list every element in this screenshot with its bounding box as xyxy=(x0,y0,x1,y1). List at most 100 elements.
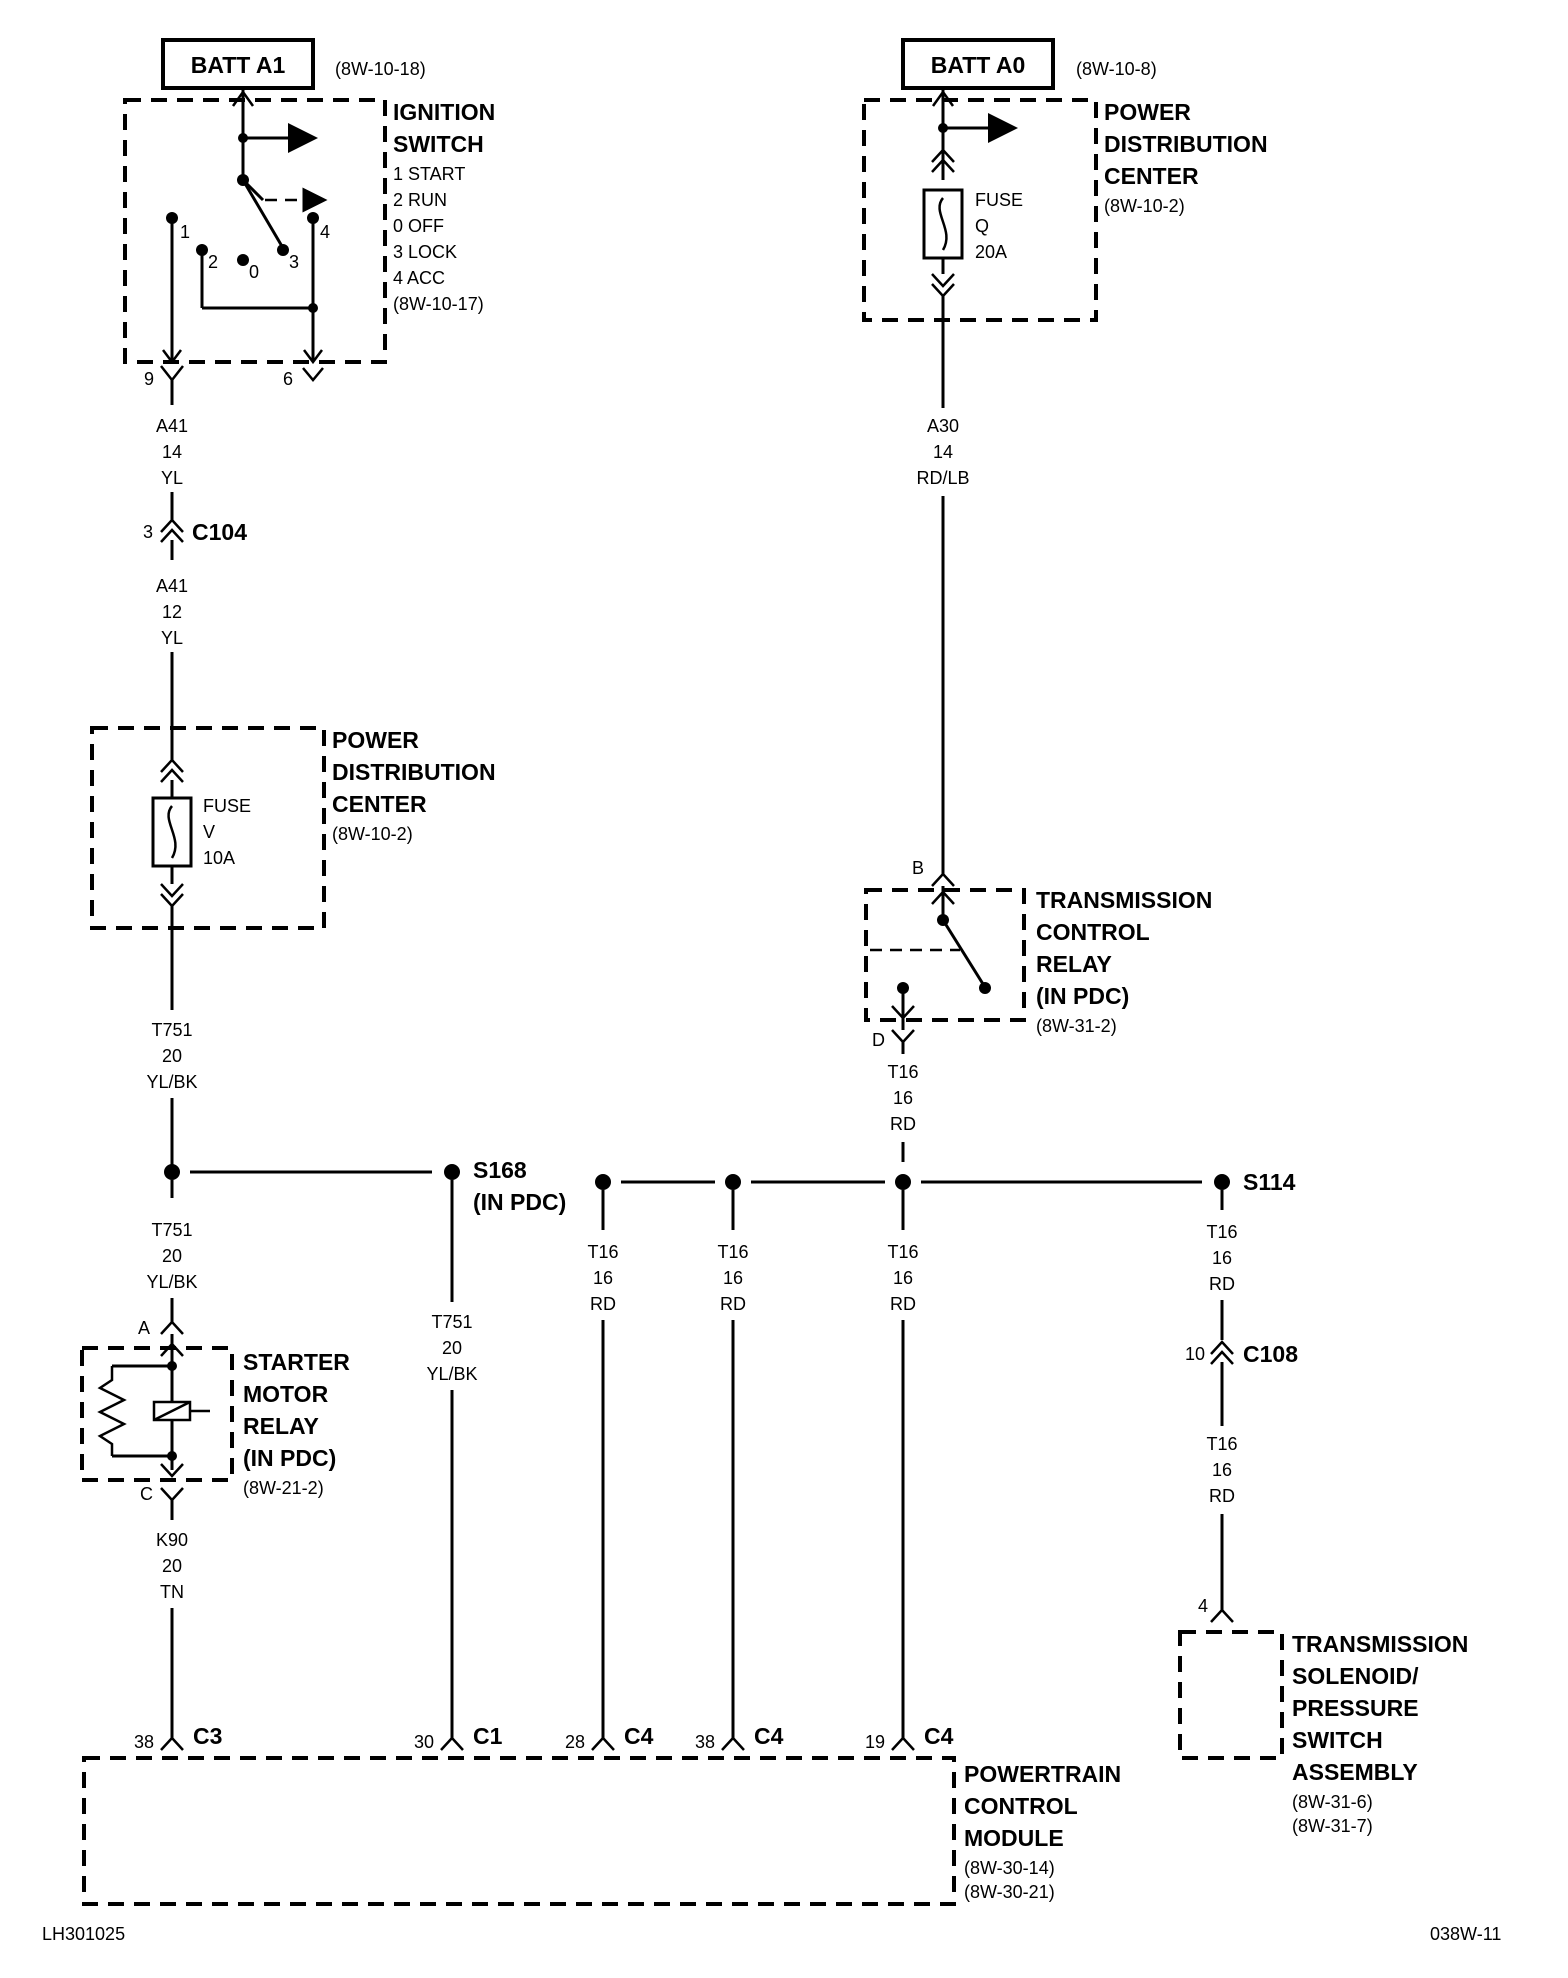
contact-1-label: 1 xyxy=(180,222,190,242)
wire-color: YL xyxy=(161,468,183,488)
pcm-pin-chevron xyxy=(891,1736,915,1751)
pdc-left-out-chevron-1 xyxy=(160,883,184,898)
wire-gauge: 16 xyxy=(1212,1248,1232,1268)
contact-4-label: 4 xyxy=(320,222,330,242)
pcm-pin-chevron xyxy=(440,1736,464,1751)
pcm-pin-c4-19: 19 C4 xyxy=(865,1723,954,1752)
pin-number: 19 xyxy=(865,1732,885,1752)
wire-gauge: 12 xyxy=(162,602,182,622)
tcr-pin-b-chevron xyxy=(931,872,955,887)
t16-bus: S114 xyxy=(595,1169,1296,1195)
batt-a0-ref: (8W-10-8) xyxy=(1076,59,1157,79)
starter-relay-box xyxy=(80,1346,234,1482)
contact-3-label: 3 xyxy=(289,252,299,272)
pdc-top-out-chevron-1 xyxy=(931,273,955,288)
pdc-top-in-chevron-1 xyxy=(931,148,955,163)
wire-color: RD xyxy=(590,1294,616,1314)
pdc-top: BATT A0 (8W-10-8) FUSE Q 20A POWER DISTR… xyxy=(862,38,1268,322)
fuse-v xyxy=(151,796,193,868)
wire-color: RD xyxy=(890,1114,916,1134)
batt-a1-ref: (8W-10-18) xyxy=(335,59,426,79)
relay-in-chevron xyxy=(160,1342,184,1357)
wire-code: T16 xyxy=(1206,1434,1237,1454)
tcr-pin-d: D xyxy=(872,1030,885,1050)
ignition-switch-title-1: IGNITION xyxy=(393,99,495,125)
starter-relay-title-2: MOTOR xyxy=(243,1381,329,1407)
pin-6-connector xyxy=(302,367,324,382)
ignition-switch-title-2: SWITCH xyxy=(393,131,484,157)
wire-gauge: 16 xyxy=(893,1268,913,1288)
ignition-position-3: 0 OFF xyxy=(393,216,444,236)
ignition-position-2: 2 RUN xyxy=(393,190,447,210)
wire-t16-relay: T16 16 RD xyxy=(887,1042,919,1162)
solenoid-title-1: TRANSMISSION xyxy=(1292,1631,1468,1657)
relay-pin-c: C xyxy=(140,1484,153,1504)
wire-code: A41 xyxy=(156,416,188,436)
splice-s168: S168 (IN PDC) xyxy=(164,1157,566,1215)
c104-label: C104 xyxy=(192,519,247,545)
solenoid-ref-1: (8W-31-6) xyxy=(1292,1792,1373,1812)
transmission-control-relay: B D TRANSMISSION CONTROL RELAY (IN PDC) … xyxy=(864,858,1212,1050)
contact-3 xyxy=(277,244,289,256)
footer-right-code: 038W-11 xyxy=(1430,1924,1501,1944)
batt-a1-box xyxy=(161,38,315,90)
wire-color: YL xyxy=(161,628,183,648)
ignition-switch-blade xyxy=(241,179,285,249)
wire-t16-s114: T16 16 RD xyxy=(1206,1190,1238,1340)
relay-resistor xyxy=(97,1366,127,1456)
batt-a0-box xyxy=(901,38,1055,90)
start-output-arrow xyxy=(162,349,182,365)
fuse-q-element xyxy=(938,197,948,251)
wire-t16-branch-3: T16 16 RD xyxy=(887,1190,919,1738)
wire-gauge: 16 xyxy=(893,1088,913,1108)
wire-code: T16 xyxy=(587,1242,618,1262)
wire-a30: A30 14 RD/LB xyxy=(916,296,970,876)
tcr-out-chevron xyxy=(891,1005,915,1020)
c108-upper-chevron xyxy=(1210,1340,1234,1355)
c108-label: C108 xyxy=(1243,1341,1298,1367)
fuse-v-id: V xyxy=(203,822,215,842)
contact-0-label: 0 xyxy=(249,262,259,282)
connector-name: C4 xyxy=(624,1723,654,1749)
solenoid-box xyxy=(1178,1630,1284,1760)
connector-c104: 3 C104 xyxy=(143,518,247,560)
pdc-left-box xyxy=(90,726,326,930)
ignition-position-5: 4 ACC xyxy=(393,268,445,288)
relay-out-chevron xyxy=(160,1463,184,1478)
wire-code: K90 xyxy=(156,1530,188,1550)
wire-code: T16 xyxy=(1206,1222,1237,1242)
pdc-left-title-2: DISTRIBUTION xyxy=(332,759,496,785)
wire-color: RD xyxy=(1209,1486,1235,1506)
ignition-blade-link xyxy=(241,178,265,202)
connector-name: C4 xyxy=(924,1723,954,1749)
contact-2-label: 2 xyxy=(208,252,218,272)
contact-0 xyxy=(237,254,249,266)
pin-number: 30 xyxy=(414,1732,434,1752)
pcm-pin-c4-38: 38 C4 xyxy=(695,1723,784,1752)
c104-lower-chevron xyxy=(160,528,184,543)
wire-code: T16 xyxy=(887,1242,918,1262)
pcm-box xyxy=(82,1756,956,1906)
pcm-pin-chevron xyxy=(160,1736,184,1751)
wire-color: RD xyxy=(890,1294,916,1314)
solenoid-title-5: ASSEMBLY xyxy=(1292,1759,1418,1785)
wire-code: T16 xyxy=(887,1062,918,1082)
wire-t16-branch-2: T16 16 RD xyxy=(717,1190,749,1738)
c104-upper-chevron xyxy=(160,518,184,533)
ignition-feed-arrow xyxy=(231,89,255,107)
pin-9-label: 9 xyxy=(144,369,154,389)
footer-left-code: LH301025 xyxy=(42,1924,125,1944)
wire-color: RD xyxy=(1209,1274,1235,1294)
fuse-v-label: FUSE xyxy=(203,796,251,816)
fuse-v-rating: 10A xyxy=(203,848,235,868)
transmission-solenoid-assembly: 4 TRANSMISSION SOLENOID/ PRESSURE SWITCH… xyxy=(1178,1596,1468,1836)
pcm-ref-1: (8W-30-14) xyxy=(964,1858,1055,1878)
pdc-left-title-1: POWER xyxy=(332,727,419,753)
s168-dot xyxy=(444,1164,460,1180)
pdc-left-ref: (8W-10-2) xyxy=(332,824,413,844)
wire-gauge: 16 xyxy=(723,1268,743,1288)
pin-a-chevron xyxy=(160,1320,184,1335)
pin-9-connector xyxy=(160,365,184,383)
solenoid-pin: 4 xyxy=(1198,1596,1208,1616)
